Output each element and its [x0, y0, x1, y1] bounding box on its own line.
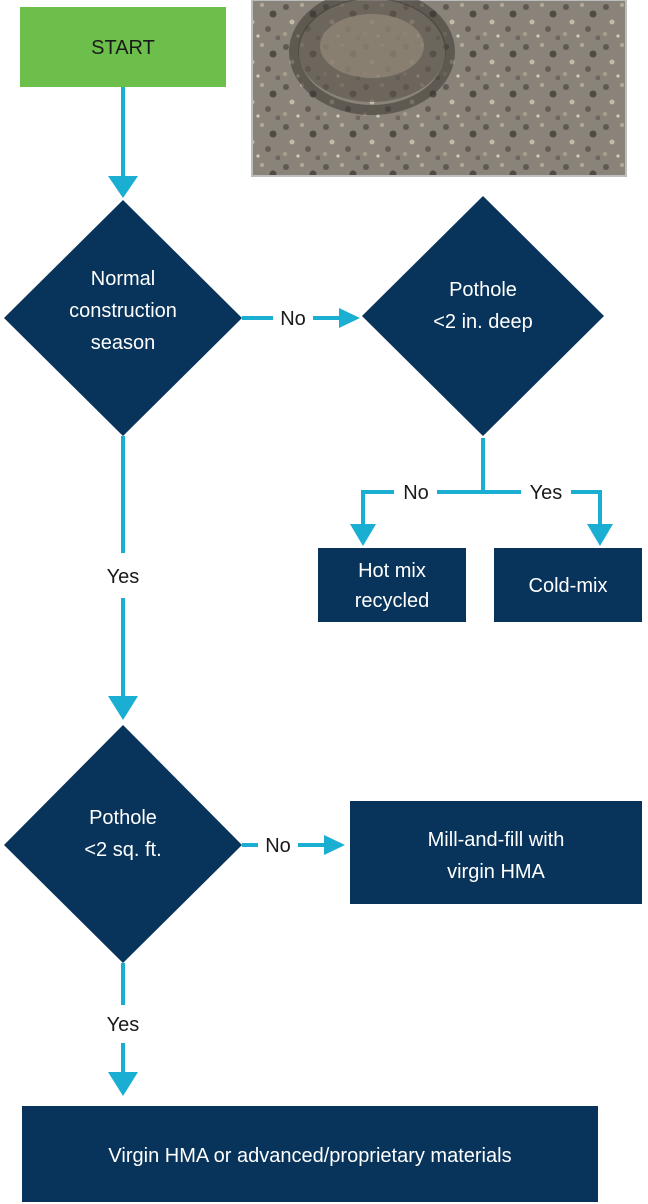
- connectors: [121, 87, 602, 1076]
- mill-fill-node: Mill-and-fill with virgin HMA: [350, 801, 642, 904]
- start-label: START: [91, 37, 155, 59]
- hot-mix-node: Hot mix recycled: [318, 548, 466, 622]
- season-line-2: construction: [69, 300, 177, 322]
- arrowhead-season: [108, 176, 138, 198]
- depth-line-1: Pothole: [449, 279, 517, 301]
- area-line-1: Pothole: [89, 807, 157, 829]
- arrowhead-cold-mix: [587, 524, 613, 546]
- decision-pothole-depth: Pothole <2 in. deep: [362, 196, 604, 436]
- label-depth-no: No: [403, 482, 429, 504]
- arrowhead-area: [108, 696, 138, 720]
- label-depth-yes: Yes: [530, 482, 563, 504]
- virgin-hma-node: Virgin HMA or advanced/proprietary mater…: [22, 1106, 598, 1202]
- mill-fill-line-1: Mill-and-fill with: [428, 829, 565, 851]
- depth-line-2: <2 in. deep: [433, 311, 533, 333]
- virgin-hma-label: Virgin HMA or advanced/proprietary mater…: [108, 1145, 511, 1167]
- start-node: START: [20, 7, 226, 87]
- arrowheads: [108, 176, 613, 1096]
- season-line-1: Normal: [91, 268, 155, 290]
- decision-normal-season: Normal construction season: [4, 200, 242, 436]
- hot-mix-line-1: Hot mix: [358, 560, 426, 582]
- cold-mix-node: Cold-mix: [494, 548, 642, 622]
- label-area-yes: Yes: [107, 1014, 140, 1036]
- arrowhead-mill-fill: [324, 835, 345, 855]
- mill-fill-line-2: virgin HMA: [447, 861, 545, 883]
- label-season-yes: Yes: [107, 566, 140, 588]
- label-area-no: No: [265, 835, 291, 857]
- arrowhead-depth: [339, 308, 360, 328]
- arrowhead-hot-mix: [350, 524, 376, 546]
- pothole-photo: [251, 0, 627, 177]
- cold-mix-label: Cold-mix: [529, 575, 608, 597]
- arrowhead-virgin-hma: [108, 1072, 138, 1096]
- label-season-no: No: [280, 308, 306, 330]
- season-line-3: season: [91, 332, 156, 354]
- edge-labels: No Yes No Yes No Yes: [107, 308, 563, 1036]
- area-line-2: <2 sq. ft.: [84, 839, 161, 861]
- hot-mix-line-2: recycled: [355, 590, 429, 612]
- decision-pothole-area: Pothole <2 sq. ft.: [4, 725, 242, 963]
